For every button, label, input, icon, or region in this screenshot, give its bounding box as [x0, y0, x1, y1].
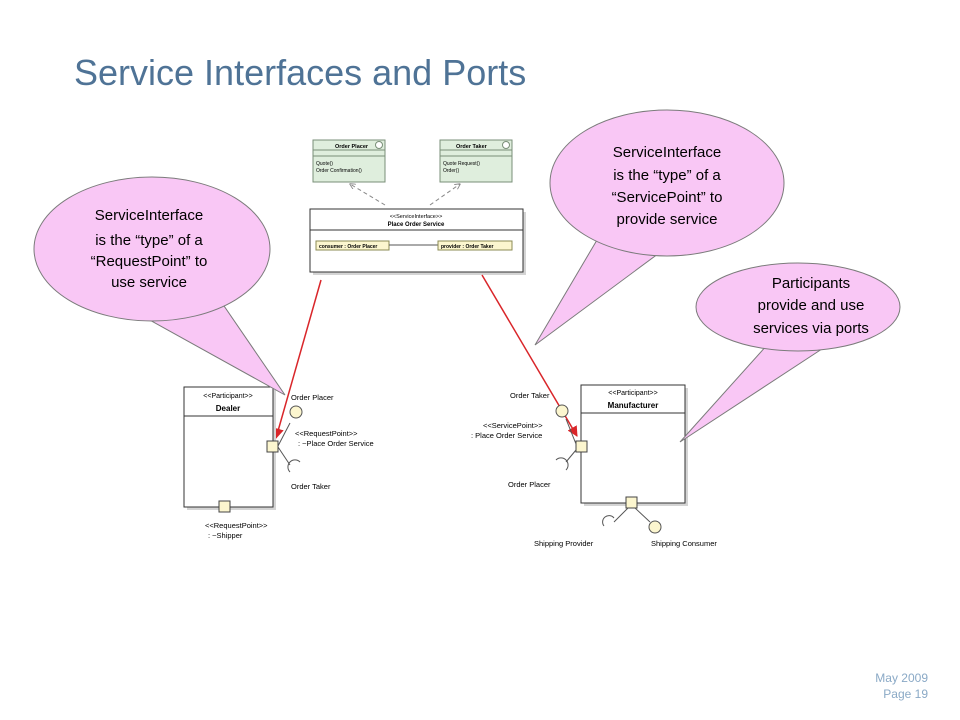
- dealer-name: Dealer: [216, 404, 240, 413]
- interface-order-taker-name: Order Taker: [456, 144, 488, 150]
- callout-request-line: “RequestPoint” to: [91, 253, 208, 270]
- manufacturer-port-name: : Place Order Service: [471, 431, 542, 440]
- dealer-port-stereotype: <<RequestPoint>>: [295, 429, 358, 438]
- callout-participants-line: services via ports: [753, 320, 869, 337]
- dealer-participant: <<Participant>> Dealer Order Placer Orde…: [183, 386, 374, 540]
- callout-service-point: ServiceInterface is the “type” of a “Ser…: [534, 109, 785, 346]
- consumer-part-label: consumer : Order Placer: [319, 244, 377, 250]
- required-interface-socket: [287, 459, 301, 473]
- dealer-stereotype: <<Participant>>: [203, 393, 252, 400]
- manufacturer-shipping-port: [625, 496, 638, 509]
- slide-title: Service Interfaces and Ports: [74, 52, 527, 93]
- manufacturer-name: Manufacturer: [608, 401, 659, 410]
- interface-order-taker: Order Taker Quote Request() Order(): [439, 139, 513, 183]
- required-interface-socket: [555, 457, 569, 471]
- manufacturer-stereotype: <<Participant>>: [608, 390, 657, 397]
- callout-service-line: ServiceInterface: [613, 144, 721, 161]
- manufacturer-service-port: [575, 440, 588, 453]
- provider-part: [437, 240, 513, 251]
- callout-service-line: provide service: [617, 211, 718, 228]
- callout-request-line: is the “type” of a: [95, 232, 203, 249]
- manufacturer-required-label: Order Placer: [508, 480, 551, 489]
- manufacturer-participant: <<Participant>> Manufacturer Order Taker…: [471, 384, 717, 548]
- interface-order-taker-op: Quote Request(): [443, 161, 480, 167]
- provided-interface-lollipop: [555, 404, 569, 418]
- footer-page: Page 19: [883, 687, 928, 701]
- dependency-line: [429, 184, 460, 206]
- interface-order-placer-name: Order Placer: [335, 144, 369, 150]
- callout-request-point: ServiceInterface is the “type” of a “Req…: [33, 176, 286, 396]
- dealer-provided-label: Order Placer: [291, 393, 334, 402]
- required-interface-socket: [602, 515, 615, 527]
- callout-service-line: “ServicePoint” to: [612, 189, 723, 206]
- dependency-line: [350, 184, 386, 206]
- service-interface-stereotype: <<ServiceInterface>>: [390, 214, 443, 220]
- dealer-port-name: : ~Place Order Service: [298, 439, 374, 448]
- callout-participants-line: provide and use: [758, 297, 865, 314]
- provider-part-label: provider : Order Taker: [441, 244, 493, 250]
- provided-interface-lollipop: [648, 520, 662, 534]
- slide-footer: May 2009 Page 19: [875, 670, 928, 702]
- service-interface-name: Place Order Service: [388, 222, 445, 228]
- footer-date: May 2009: [875, 671, 928, 685]
- type-arrow-request: [273, 279, 322, 440]
- dealer-request-port: [266, 440, 279, 453]
- manufacturer-provided-label: Order Taker: [510, 391, 550, 400]
- dealer-bottom-port-name: : ~Shipper: [208, 531, 243, 540]
- provided-interface-lollipop: [289, 405, 303, 419]
- dealer-required-label: Order Taker: [291, 482, 331, 491]
- manufacturer-bottom-right-label: Shipping Consumer: [651, 539, 717, 548]
- interface-order-placer: Order Placer Quote() Order Confirmation(…: [312, 139, 386, 183]
- callout-request-line: use service: [111, 274, 187, 291]
- dealer-bottom-port-stereotype: <<RequestPoint>>: [205, 521, 268, 530]
- service-interface-box: <<ServiceInterface>> Place Order Service…: [309, 208, 526, 275]
- interface-order-placer-op: Quote(): [316, 161, 333, 167]
- callout-request-line: ServiceInterface: [95, 207, 203, 224]
- interface-order-taker-op: Order(): [443, 168, 459, 174]
- interface-order-placer-op: Order Confirmation(): [316, 168, 362, 174]
- callout-participants-line: Participants: [772, 275, 850, 292]
- manufacturer-bottom-left-label: Shipping Provider: [534, 539, 594, 548]
- dealer-shipper-port: [218, 500, 231, 513]
- callout-service-line: is the “type” of a: [613, 167, 721, 184]
- manufacturer-port-stereotype: <<ServicePoint>>: [483, 421, 543, 430]
- callout-participants: Participants provide and use services vi…: [679, 262, 901, 443]
